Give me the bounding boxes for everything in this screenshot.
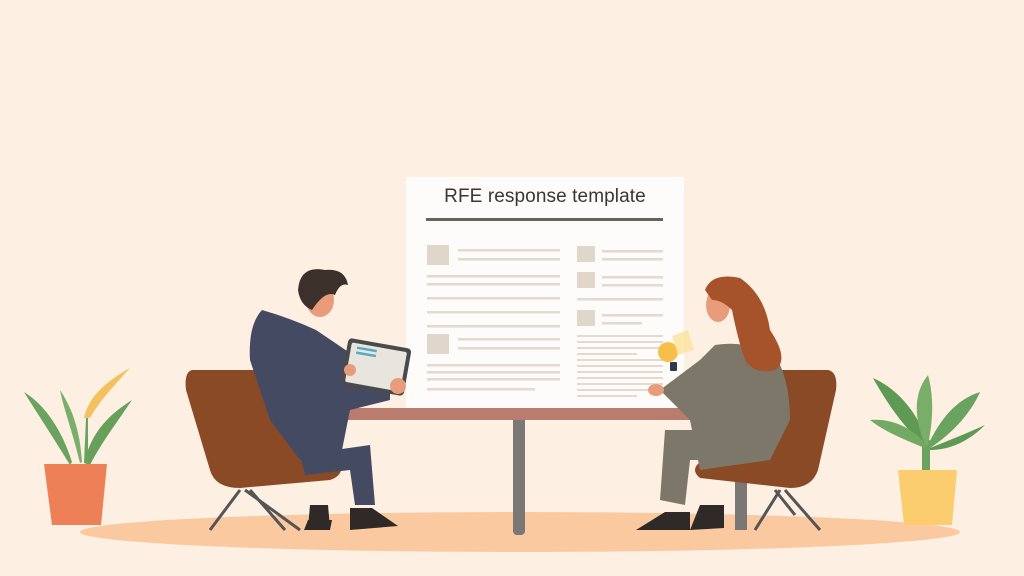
woman-figure	[636, 276, 790, 530]
left-chair	[185, 370, 342, 532]
left-plant	[24, 368, 132, 525]
document-board	[406, 177, 684, 409]
man-figure	[249, 269, 412, 530]
right-plant	[870, 375, 985, 525]
document-title: RFE response template	[444, 186, 646, 207]
table	[316, 408, 722, 535]
